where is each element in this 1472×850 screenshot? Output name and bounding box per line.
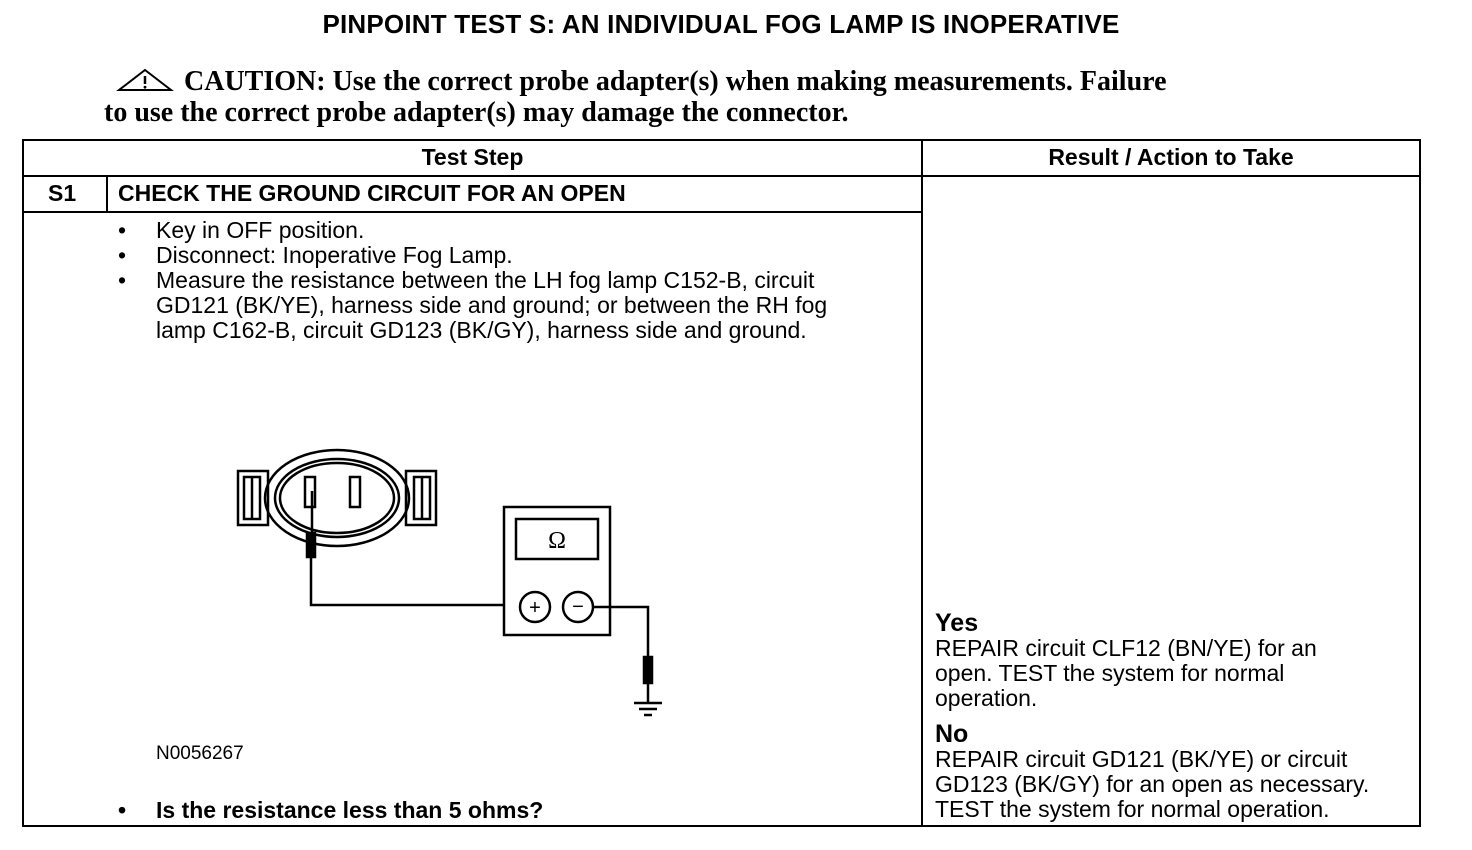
instruction-item: Measure the resistance between the LH fo…: [116, 268, 856, 343]
multimeter: Ω + −: [502, 505, 612, 637]
ohm-symbol: Ω: [548, 528, 566, 554]
positive-terminal-label: +: [529, 597, 541, 619]
result-yes-text: REPAIR circuit CLF12 (BN/YE) for an open…: [935, 635, 1317, 711]
step-question: Is the resistance less than 5 ohms?: [118, 797, 543, 824]
pinpoint-test-table: Test Step Result / Action to Take S1 CHE…: [22, 139, 1421, 827]
result-no-label: No: [935, 720, 969, 748]
caution-text-line1: Use the correct probe adapter(s) when ma…: [332, 66, 1167, 97]
step-title: CHECK THE GROUND CIRCUIT FOR AN OPEN: [118, 180, 626, 206]
page-title: PINPOINT TEST S: AN INDIVIDUAL FOG LAMP …: [322, 9, 1120, 39]
caution-text-line2: to use the correct probe adapter(s) may …: [104, 97, 849, 128]
ground-symbol-icon: [634, 701, 662, 717]
step-id: S1: [48, 180, 77, 206]
header-test-step: Test Step: [421, 144, 524, 170]
warning-triangle-icon: [116, 68, 174, 91]
result-yes: Yes REPAIR circuit CLF12 (BN/YE) for an …: [935, 610, 1425, 711]
fog-lamp-connector: [236, 448, 438, 548]
figure-id: N0056267: [156, 743, 244, 764]
instruction-item: Disconnect: Inoperative Fog Lamp.: [116, 243, 906, 269]
result-no: No REPAIR circuit GD121 (BK/YE) or circu…: [935, 721, 1425, 822]
header-result-action: Result / Action to Take: [1048, 144, 1294, 170]
instruction-item: Key in OFF position.: [116, 218, 906, 244]
step-instructions: Key in OFF position. Disconnect: Inopera…: [116, 218, 906, 343]
result-yes-label: Yes: [935, 609, 979, 637]
negative-terminal-label: −: [572, 596, 584, 618]
result-no-text: REPAIR circuit GD121 (BK/YE) or circuit …: [935, 746, 1370, 822]
resistance-test-diagram: Ω + −: [236, 448, 662, 717]
caution-notice: CAUTION: Use the correct probe adapter(s…: [104, 66, 1334, 128]
probe-lead-positive: [305, 491, 504, 607]
probe-lead-negative: [593, 605, 654, 703]
caution-label: CAUTION:: [184, 66, 326, 97]
